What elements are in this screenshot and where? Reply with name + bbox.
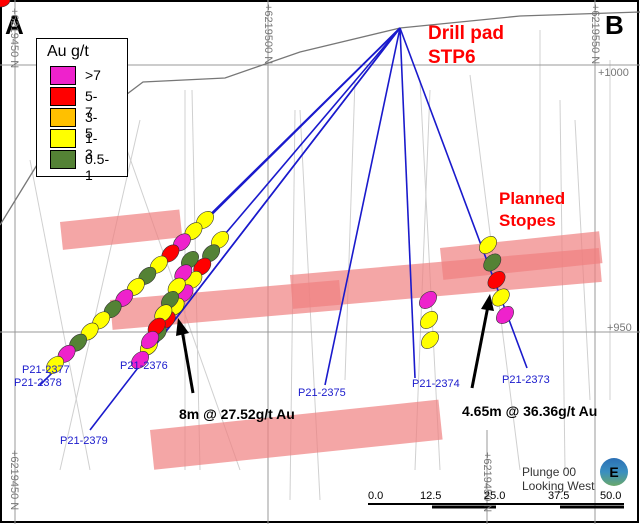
scale-tick: 12.5	[420, 490, 442, 502]
stope-block	[150, 399, 443, 470]
assay-interval	[483, 253, 502, 272]
assay-interval	[491, 288, 510, 307]
background-drillhole	[344, 79, 356, 381]
drillhole-trace[interactable]	[204, 27, 401, 221]
intercept-arrow-right	[470, 305, 490, 389]
assay-interval	[0, 0, 11, 8]
drill-pad-line: STP6	[428, 47, 476, 68]
plunge-label: Plunge 00	[522, 465, 577, 479]
scale-tick: 50.0	[600, 490, 622, 502]
drillholes	[39, 27, 528, 431]
assay-interval	[419, 291, 437, 309]
intercept-arrow-left	[180, 329, 195, 394]
drill-pad-line: Drill pad	[428, 23, 505, 44]
arrow-head	[481, 294, 494, 311]
assay-intervals	[0, 0, 514, 374]
assay-interval	[479, 236, 497, 254]
scale-tick: 25.0	[484, 490, 506, 502]
hole-label[interactable]: P21-2375	[298, 387, 346, 399]
hole-label[interactable]: P21-2377	[22, 364, 70, 376]
hole-label[interactable]: P21-2379	[60, 435, 108, 447]
stope-block	[440, 231, 603, 280]
assay-interval	[487, 271, 506, 289]
drillhole-trace[interactable]	[219, 27, 401, 241]
elevation-label: +1000	[598, 67, 629, 79]
assay-interval	[46, 356, 64, 374]
hole-label[interactable]: P21-2373	[502, 374, 550, 386]
hole-label[interactable]: P21-2374	[412, 378, 460, 390]
legend-label: >7	[85, 67, 101, 83]
elevation-label: +950	[607, 322, 632, 334]
drillhole-trace[interactable]	[324, 27, 401, 386]
assay-interval	[141, 331, 159, 349]
assay-interval	[496, 306, 514, 324]
legend-swatch	[50, 108, 76, 127]
legend-label: 5-7	[85, 88, 98, 120]
legend-label: 3-5	[85, 109, 98, 141]
planned-stopes-line: Planned	[499, 189, 566, 208]
background-drillhole	[29, 159, 91, 471]
northing-label: +6219550 N	[589, 4, 601, 65]
legend-swatch	[50, 150, 76, 169]
section-end-a: A	[5, 10, 24, 40]
legend-swatch	[50, 66, 76, 85]
drill-pad-label: Drill pad STP6	[428, 22, 504, 70]
legend-label: 1-3	[85, 130, 98, 162]
northing-label: +6219450 N	[8, 8, 20, 69]
assay-interval	[420, 311, 438, 329]
planned-stopes-label: Planned Stopes	[499, 188, 565, 232]
planned-stopes-line: Stopes	[499, 211, 556, 230]
stope-block	[60, 209, 183, 250]
hole-label[interactable]: P21-2378	[14, 377, 62, 389]
legend-swatch	[50, 87, 76, 106]
hole-label[interactable]: P21-2376	[120, 360, 168, 372]
northing-label: +6219500 N	[262, 4, 274, 65]
scale-tick: 0.0	[368, 490, 384, 502]
northing-label: +6219450 N	[8, 450, 20, 511]
assay-interval	[421, 331, 439, 349]
assay-interval	[131, 351, 149, 369]
planned-stopes	[60, 209, 603, 470]
scale-tick: 37.5	[548, 490, 570, 502]
intercept-label-left: 8m @ 27.52g/t Au	[179, 406, 295, 422]
northing-label: +6219450 N	[481, 452, 493, 513]
legend-swatch	[50, 129, 76, 148]
section-end-b: B	[605, 10, 624, 40]
looking-label: Looking West	[522, 479, 595, 493]
background-drillhole	[59, 119, 141, 471]
legend-label: 0.5-1	[85, 151, 110, 183]
legend-title: Au g/t	[47, 43, 89, 60]
intercept-label-right: 4.65m @ 36.36g/t Au	[462, 403, 598, 419]
drillhole-trace[interactable]	[399, 27, 416, 379]
scale-bar	[368, 503, 624, 509]
compass-icon[interactable]: E	[600, 458, 628, 486]
arrow-head	[176, 318, 189, 336]
